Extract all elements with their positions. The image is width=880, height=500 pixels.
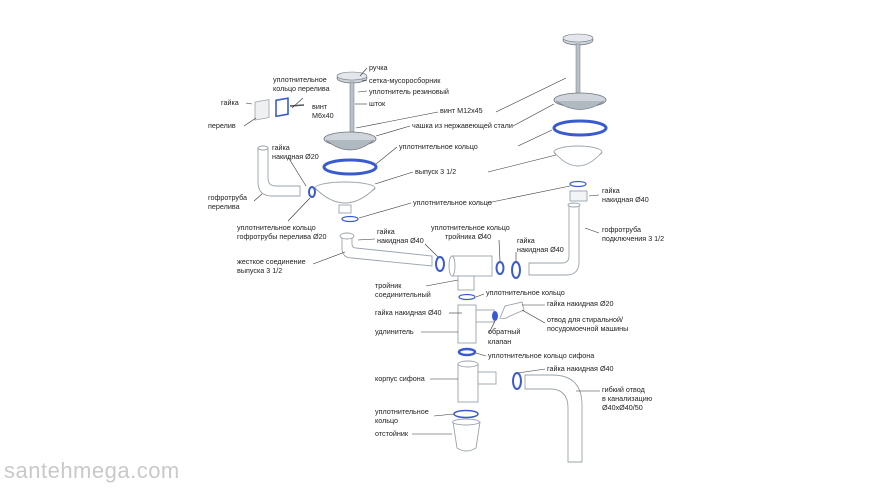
label-gaika-d40-c: гайка накидная Ø40 <box>375 308 442 317</box>
nut-d40-right <box>569 190 588 202</box>
label-uplot-koltso: уплотнительное кольцо <box>399 142 478 151</box>
label-uplot-last-2: кольцо <box>375 416 398 425</box>
label-ruchka: ручка <box>369 63 388 72</box>
label-gofro-perel-2: перелива <box>208 202 240 211</box>
label-uplot-troinika-2: тройника Ø40 <box>445 232 491 241</box>
label-setka: сетка-мусоросборник <box>369 76 441 85</box>
steel-bowl-right <box>553 92 607 110</box>
label-udlinitel: удлинитель <box>375 327 414 336</box>
nut-d40-tee <box>511 261 521 279</box>
overflow-corrugated-pipe <box>257 145 316 198</box>
seal-ring-mid <box>458 293 476 301</box>
label-shtok: шток <box>369 99 386 108</box>
label-uplot-troinika-1: уплотнительное кольцо <box>431 223 510 232</box>
outlet-body-right <box>553 145 603 167</box>
label-gofro-podkl-1: гофротруба <box>602 225 641 234</box>
seal-ring-right <box>552 119 608 137</box>
label-zhestkoe-1: жесткое соединение <box>237 257 306 266</box>
check-valve <box>492 311 498 321</box>
strainer-stem-left <box>349 81 355 133</box>
label-obratny-2: клапан <box>488 337 511 346</box>
label-gaika-d40-m1: гайка <box>517 236 535 245</box>
labels: ручка сетка-мусоросборник уплотнитель ре… <box>208 63 664 438</box>
label-uplot-koltso-2: уплотнительное кольцо <box>413 198 492 207</box>
label-uplot-last-1: уплотнительное <box>375 407 429 416</box>
label-gaika-d40-l2: накидная Ø40 <box>377 236 424 245</box>
label-gibkiy-1: гибкий отвод <box>602 385 646 394</box>
overflow-unit <box>254 97 305 121</box>
label-uplot-pereliva-2: кольцо перелива <box>273 84 330 93</box>
label-gaika-d40-d: гайка накидная Ø40 <box>547 364 614 373</box>
label-gaika-d20-b: гайка накидная Ø20 <box>547 299 614 308</box>
label-troinik-1: тройник <box>375 281 402 290</box>
label-troinik-2: соединительный <box>375 290 431 299</box>
label-gofro-perel-1: гофротруба <box>208 193 247 202</box>
seal-ring-left <box>322 158 378 176</box>
label-otvod-1: отвод для стиральной/ <box>547 315 623 324</box>
label-uplot-sifon: уплотнительное кольцо сифона <box>488 351 594 360</box>
label-gaika-d40-m2: накидная Ø40 <box>517 245 564 254</box>
flexible-drain-pipe <box>524 374 583 463</box>
sump-cup <box>452 418 481 452</box>
seal-ring-tee <box>495 261 505 275</box>
label-obratny-1: обратный <box>488 327 520 336</box>
label-zhestkoe-2: выпуска 3 1/2 <box>237 266 282 275</box>
siphon-body <box>457 360 497 403</box>
strainer-handle-right <box>562 33 594 46</box>
label-uplot-gofro-1: уплотнительное кольцо <box>237 223 316 232</box>
connection-corrugated-pipe <box>528 202 581 276</box>
label-otstoynik: отстойник <box>375 429 409 438</box>
label-gaika-d40-r1: гайка <box>602 186 620 195</box>
seal-ring-bottom <box>453 409 479 419</box>
label-otvod-2: посудомоечной машины <box>547 324 628 333</box>
seal-ring-rigid <box>435 256 445 272</box>
leader-lines <box>243 67 600 435</box>
strainer-handle-left <box>336 71 368 84</box>
label-gaika-d20-2: накидная Ø20 <box>272 152 319 161</box>
strainer-stem-right <box>575 43 581 95</box>
label-korpus: корпус сифона <box>375 374 425 383</box>
label-vint-m12: винт М12х45 <box>440 106 483 115</box>
label-gaika-d20-1: гайка <box>272 143 290 152</box>
label-uplot-rez: уплотнитель резиновый <box>369 87 449 96</box>
extension-tee <box>457 304 495 344</box>
label-gaika-d40-r2: накидная Ø40 <box>602 195 649 204</box>
label-uplot-gofro-2: гофротрубы перелива Ø20 <box>237 232 327 241</box>
steel-bowl-left <box>323 131 377 151</box>
outlet-body-left <box>314 181 376 214</box>
label-uplot-koltso-3: уплотнительное кольцо <box>486 288 565 297</box>
label-gaika: гайка <box>221 98 239 107</box>
seal-ring-siphon <box>457 347 477 357</box>
label-gofro-podkl-2: подключения 3 1/2 <box>602 234 664 243</box>
label-gibkiy-3: Ø40хØ40/50 <box>602 403 643 412</box>
seal-ring-small-right <box>569 180 587 188</box>
label-vypusk: выпуск 3 1/2 <box>415 167 456 176</box>
label-gaika-d40-l1: гайка <box>377 227 395 236</box>
washing-machine-branch <box>499 301 525 320</box>
label-uplot-pereliva-1: уплотнительное <box>273 75 327 84</box>
label-chashka: чашка из нержавеющей стали <box>412 121 513 130</box>
label-vint-m6-1: винт <box>312 102 328 111</box>
watermark: santehmega.com <box>4 458 180 483</box>
label-gibkiy-2: в канализацию <box>602 394 653 403</box>
right-strainer-assembly <box>552 33 608 202</box>
label-vint-m6-2: М6х40 <box>312 111 334 120</box>
connecting-tee <box>448 255 493 291</box>
left-strainer-assembly <box>314 71 378 223</box>
label-perelev: перелив <box>208 121 236 130</box>
nut-d40-siphon <box>512 372 522 390</box>
seal-ring-small-left <box>341 215 359 223</box>
